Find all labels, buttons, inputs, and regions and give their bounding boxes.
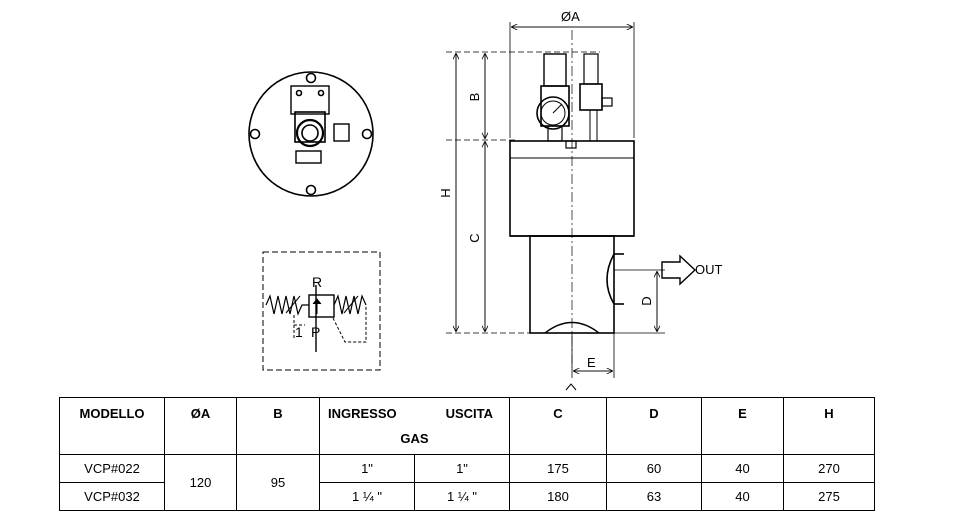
- out-arrow-icon: [661, 254, 697, 286]
- cell-c: 175: [509, 454, 607, 483]
- header-c: C: [509, 397, 607, 455]
- cell-h: 275: [783, 482, 875, 511]
- cell-e: 40: [701, 454, 784, 483]
- technical-drawing: R 1 P OUT: [248, 9, 723, 391]
- out-label: OUT: [695, 262, 723, 277]
- cell-c: 180: [509, 482, 607, 511]
- dimensions-table: MODELLO ØA B INGRESSO USCITA GAS C D E H…: [59, 397, 875, 511]
- dim-label-A: ØA: [561, 9, 580, 24]
- header-ingresso: INGRESSO: [328, 406, 397, 421]
- cell-modello: VCP#032: [59, 482, 165, 511]
- dim-label-D: D: [639, 296, 654, 305]
- flange-outline: [248, 71, 374, 197]
- table-row: VCP#022 120 95 1" 1" 175 60 40 270: [59, 454, 875, 511]
- header-gas: INGRESSO USCITA GAS: [319, 397, 510, 455]
- cell-d: 60: [606, 454, 702, 483]
- dim-label-H: H: [438, 188, 453, 197]
- header-b: B: [236, 397, 320, 455]
- cell-modello: VCP#022: [59, 454, 165, 483]
- header-gas-label: GAS: [400, 431, 429, 446]
- header-h: H: [783, 397, 875, 455]
- schematic-label-1: 1: [295, 324, 303, 340]
- schematic-label-R: R: [312, 274, 322, 290]
- cell-d: 63: [606, 482, 702, 511]
- valve-schematic: [262, 251, 381, 371]
- dim-label-E: E: [587, 355, 596, 370]
- header-e: E: [701, 397, 784, 455]
- mount-block: [290, 85, 330, 115]
- cell-h: 270: [783, 454, 875, 483]
- cell-uscita: 1 ¼ ": [414, 482, 510, 511]
- table-header-row: MODELLO ØA B INGRESSO USCITA GAS C D E H: [59, 397, 875, 455]
- cell-uscita: 1": [414, 454, 510, 483]
- cell-b: 95: [236, 454, 320, 511]
- dim-label-C: C: [467, 233, 482, 242]
- cell-ingresso: 1 ¼ ": [319, 482, 415, 511]
- dim-label-B: B: [467, 93, 482, 102]
- header-modello: MODELLO: [59, 397, 165, 455]
- header-a: ØA: [164, 397, 237, 455]
- top-view: [248, 71, 374, 197]
- header-d: D: [606, 397, 702, 455]
- cell-ingresso: 1": [319, 454, 415, 483]
- cell-e: 40: [701, 482, 784, 511]
- gauge-icon: [536, 96, 570, 130]
- cell-a: 120: [164, 454, 237, 511]
- schematic-label-P: P: [311, 324, 320, 340]
- header-uscita: USCITA: [445, 406, 493, 421]
- table-row: VCP#032 1 ¼ " 1 ¼ " 180 63 40 275: [59, 482, 875, 511]
- port-circle: [295, 118, 325, 148]
